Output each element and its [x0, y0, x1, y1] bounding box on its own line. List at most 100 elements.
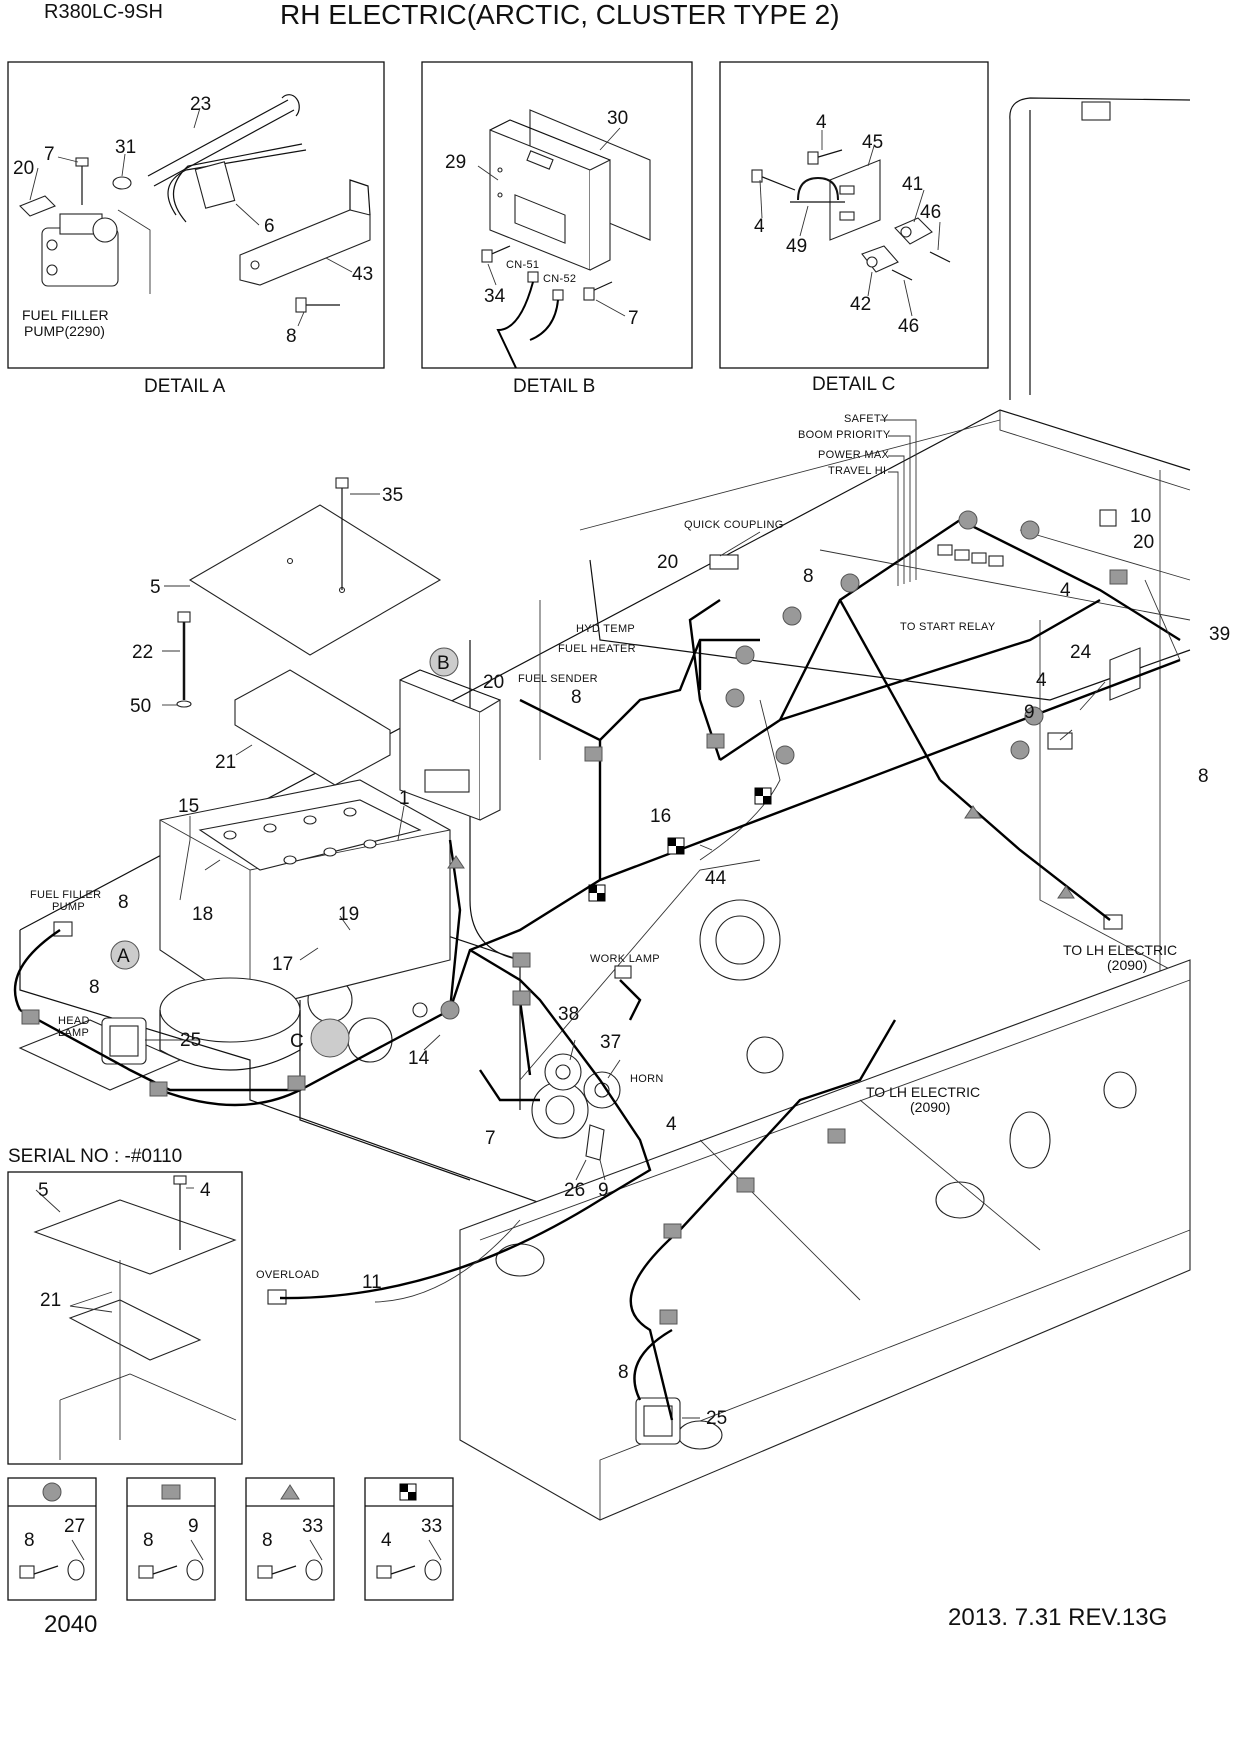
callout-20-a: 20	[657, 552, 678, 573]
callout-20: 20	[13, 158, 34, 179]
callout-24: 24	[1070, 642, 1092, 663]
main-callout-leaders	[145, 493, 1181, 1419]
callout-7b: 7	[628, 308, 639, 329]
callout-49: 49	[786, 236, 807, 257]
label-to-lh-electric-2: TO LH ELECTRIC	[866, 1084, 980, 1100]
label-power-max: POWER MAX	[818, 449, 890, 461]
callout-41: 41	[902, 174, 923, 195]
callout-4-a: 4	[1060, 580, 1071, 601]
callout-5: 5	[150, 577, 161, 598]
marker-c: C	[290, 1031, 304, 1052]
page-number: 2040	[44, 1611, 97, 1638]
detail-c-caption: DETAIL C	[812, 374, 895, 395]
label-fuel-filler-pump-2: PUMP	[52, 901, 85, 913]
detail-b-panel	[421, 61, 693, 369]
label-travel-hi: TRAVEL HI	[828, 465, 886, 477]
callout-30: 30	[607, 108, 628, 129]
detail-c-panel	[719, 61, 989, 369]
callout-38: 38	[558, 1004, 579, 1025]
callout-7: 7	[44, 144, 55, 165]
callout-20-b: 20	[483, 672, 504, 693]
machine-frame	[18, 97, 1191, 1521]
callout-9-b: 9	[598, 1180, 609, 1201]
callout-46-top: 46	[920, 202, 941, 223]
label-to-lh-electric-1: TO LH ELECTRIC	[1063, 942, 1177, 958]
label-fuel-filler-pump-1: FUEL FILLER	[30, 889, 101, 901]
callout-45: 45	[862, 132, 883, 153]
callout-34: 34	[484, 286, 506, 307]
marker-b: B	[437, 653, 450, 674]
callout-14: 14	[408, 1048, 430, 1069]
label-head-lamp-1: HEAD	[58, 1015, 90, 1027]
legend-2-callout-left: 8	[143, 1530, 154, 1551]
callout-26: 26	[564, 1180, 585, 1201]
callout-11: 11	[362, 1272, 382, 1293]
legend-1-callout-top: 27	[64, 1516, 85, 1537]
callout-17: 17	[272, 954, 293, 975]
callout-4-top: 4	[816, 112, 827, 133]
callout-19: 19	[338, 904, 359, 925]
fuel-filler-pump-label-2: PUMP(2290)	[24, 323, 105, 339]
label-hyd-temp: HYD TEMP	[576, 623, 635, 635]
callout-8-c: 8	[803, 566, 814, 587]
legend-1-callout-left: 8	[24, 1530, 35, 1551]
serial-callout-4: 4	[200, 1180, 211, 1201]
serial-inset	[7, 1171, 243, 1465]
callout-44: 44	[705, 868, 727, 889]
harness-label-leaders	[719, 419, 917, 586]
callout-25-b: 25	[706, 1408, 727, 1429]
callout-22: 22	[132, 642, 153, 663]
label-fuel-sender: FUEL SENDER	[518, 673, 598, 685]
label-fuel-heater: FUEL HEATER	[558, 643, 636, 655]
callout-29: 29	[445, 152, 466, 173]
callout-46-bottom: 46	[898, 316, 919, 337]
callout-25-a: 25	[180, 1030, 201, 1051]
callout-1: 1	[399, 788, 410, 809]
callout-21: 21	[215, 752, 236, 773]
label-to-start-relay: TO START RELAY	[900, 621, 996, 633]
callout-23: 23	[190, 94, 211, 115]
marker-a: A	[117, 946, 130, 967]
callout-42: 42	[850, 294, 871, 315]
detail-b-caption: DETAIL B	[513, 376, 595, 397]
callout-50: 50	[130, 696, 151, 717]
detail-a-panel	[7, 61, 385, 369]
legend	[7, 1477, 454, 1601]
serial-number: SERIAL NO : -#0110	[8, 1146, 182, 1167]
legend-3-callout-left: 8	[262, 1530, 273, 1551]
callout-35: 35	[382, 485, 403, 506]
callout-6: 6	[264, 216, 275, 237]
callout-10: 10	[1130, 506, 1151, 527]
callout-8: 8	[286, 326, 297, 347]
callout-8-f: 8	[618, 1362, 629, 1383]
label-boom-priority: BOOM PRIORITY	[798, 429, 891, 441]
callout-4-left: 4	[754, 216, 765, 237]
legend-4-callout-left: 4	[381, 1530, 392, 1551]
fuel-filler-pump-label-1: FUEL FILLER	[22, 307, 109, 323]
callout-4-b: 4	[1036, 670, 1047, 691]
callout-15: 15	[178, 796, 199, 817]
label-safety: SAFETY	[844, 413, 889, 425]
page-title: RH ELECTRIC(ARCTIC, CLUSTER TYPE 2)	[280, 0, 840, 30]
label-head-lamp-2: LAMP	[58, 1027, 89, 1039]
callout-4-c: 4	[666, 1114, 677, 1135]
callout-8-b: 8	[89, 977, 100, 998]
callout-8-e: 8	[1198, 766, 1209, 787]
callout-8-d: 8	[571, 687, 582, 708]
callout-8-a: 8	[118, 892, 129, 913]
connector-cn52: CN-52	[543, 273, 576, 285]
callout-37: 37	[600, 1032, 621, 1053]
serial-callout-21: 21	[40, 1290, 61, 1311]
legend-4-callout-top: 33	[421, 1516, 442, 1537]
callout-9: 9	[1024, 702, 1035, 723]
revision: 2013. 7.31 REV.13G	[948, 1604, 1167, 1631]
callout-31: 31	[115, 137, 136, 158]
label-quick-coupling: QUICK COUPLING	[684, 519, 784, 531]
callout-7-main: 7	[485, 1128, 496, 1149]
legend-3-callout-top: 33	[302, 1516, 323, 1537]
label-overload: OVERLOAD	[256, 1269, 320, 1281]
detail-markers	[110, 647, 459, 1058]
detail-a-caption: DETAIL A	[144, 376, 226, 397]
label-to-lh-electric-2-ref: (2090)	[910, 1099, 950, 1115]
